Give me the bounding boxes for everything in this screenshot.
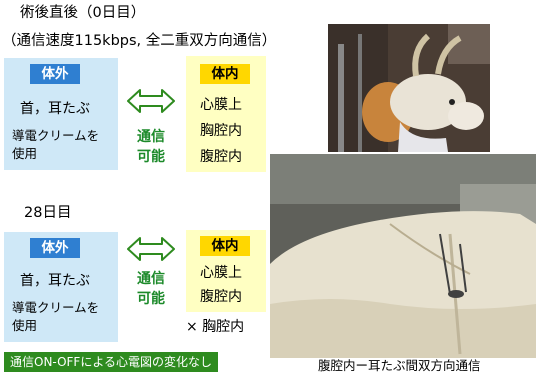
outside-note-line1: 導電クリームを xyxy=(12,128,100,143)
section2-title: 28日目 xyxy=(24,205,72,221)
outside-box-2: 体外 首，耳たぶ 導電クリームを 使用 xyxy=(4,232,118,342)
result-banner: 通信ON-OFFによる心電図の変化なし xyxy=(4,352,218,372)
section1-title: 術後直後（0日目） xyxy=(20,5,146,21)
inside-box-1: 体内 心膜上 胸腔内 腹腔内 xyxy=(186,56,266,172)
inside-tag: 体内 xyxy=(200,236,250,256)
outside-location: 首，耳たぶ xyxy=(20,101,90,117)
inside-site-2: 胸腔内 xyxy=(200,123,242,139)
section1-subtitle: （通信速度115kbps, 全二重双方向通信） xyxy=(2,33,277,49)
inside-site-failed: × 胸腔内 xyxy=(186,319,245,335)
inside-site-1: 心膜上 xyxy=(200,97,242,113)
outside-note-line1: 導電クリームを xyxy=(12,300,100,315)
inside-site-1: 心膜上 xyxy=(200,265,242,281)
outside-box-1: 体外 首，耳たぶ 導電クリームを 使用 xyxy=(4,58,118,170)
outside-note-line2: 使用 xyxy=(12,318,38,333)
outside-tag: 体外 xyxy=(30,238,80,258)
comm-label-1: 通信 xyxy=(137,129,165,145)
comm-label-2: 通信 xyxy=(137,271,165,287)
goat-body-photo xyxy=(270,154,536,358)
outside-location: 首，耳たぶ xyxy=(20,273,90,289)
outside-tag: 体外 xyxy=(30,64,80,84)
double-arrow-icon xyxy=(127,89,175,113)
comm-status-2: 可能 xyxy=(137,291,165,307)
outside-note-line2: 使用 xyxy=(12,146,38,161)
inside-site-3: 腹腔内 xyxy=(200,149,242,165)
goat-head-photo xyxy=(328,24,490,152)
inside-tag: 体内 xyxy=(200,64,250,84)
comm-status-1: 可能 xyxy=(137,149,165,165)
inside-site-2: 腹腔内 xyxy=(200,289,242,305)
photo-caption: 腹腔内ー耳たぶ間双方向通信 xyxy=(318,358,481,373)
inside-box-2: 体内 心膜上 腹腔内 xyxy=(186,230,266,312)
double-arrow-icon xyxy=(127,237,175,261)
